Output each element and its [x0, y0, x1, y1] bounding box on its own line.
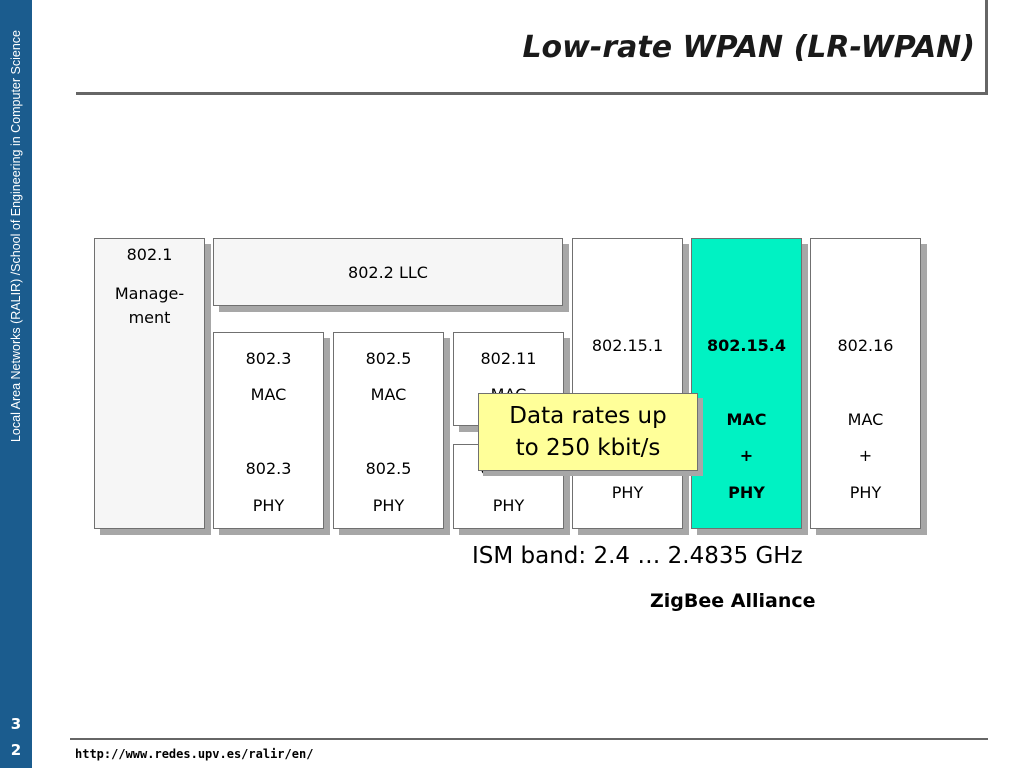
ism-band-label: ISM band: 2.4 … 2.4835 GHz: [472, 543, 803, 569]
b802154-mac-label: MAC: [726, 410, 767, 429]
b80211-mac-number: 802.11: [480, 349, 537, 368]
b8025-mac-label: MAC: [370, 385, 407, 404]
b802154-number: 802.15.4: [707, 336, 786, 355]
box-802-16: 802.16 MAC + PHY: [810, 238, 921, 529]
llc-label: 802.2 LLC: [348, 263, 428, 282]
page-number-digit-1: 3: [10, 715, 22, 733]
sidebar-caption: Local Area Networks (RALIR) /School of E…: [9, 30, 23, 443]
footer-url[interactable]: http://www.redes.upv.es/ralir/en/: [75, 747, 314, 761]
b8025-phy-label: PHY: [372, 496, 405, 515]
box-802-1-management: 802.1 Manage- ment: [94, 238, 205, 529]
b80216-plus: +: [858, 446, 873, 465]
b80216-phy-label: PHY: [849, 483, 882, 502]
mgmt-label-number: 802.1: [126, 245, 173, 264]
box-802-15-1: 802.15.1 PHY: [572, 238, 683, 529]
box-802-2-llc: 802.2 LLC: [213, 238, 563, 306]
callout-line1: Data rates up: [509, 403, 667, 429]
box-802-3: 802.3 MAC 802.3 PHY: [213, 332, 324, 529]
zigbee-alliance-label: ZigBee Alliance: [650, 590, 816, 612]
sidebar: Local Area Networks (RALIR) /School of E…: [0, 0, 32, 768]
b802151-number: 802.15.1: [591, 336, 664, 355]
data-rate-callout: Data rates up to 250 kbit/s: [478, 393, 698, 471]
b8023-phy-number: 802.3: [245, 459, 292, 478]
mgmt-label-line1: Manage-: [114, 284, 185, 303]
b8023-mac-label: MAC: [250, 385, 287, 404]
b8023-phy-label: PHY: [252, 496, 285, 515]
b8025-mac-number: 802.5: [365, 349, 412, 368]
box-802-5: 802.5 MAC 802.5 PHY: [333, 332, 444, 529]
footer-divider: [70, 738, 988, 740]
callout-line2: to 250 kbit/s: [515, 435, 661, 461]
box-802-15-4: 802.15.4 MAC + PHY: [691, 238, 802, 529]
title-bar: Low-rate WPAN (LR-WPAN): [76, 0, 988, 95]
b80216-mac-label: MAC: [847, 410, 884, 429]
b802151-phy-label: PHY: [611, 483, 644, 502]
b802154-plus: +: [739, 446, 754, 465]
b8025-phy-number: 802.5: [365, 459, 412, 478]
b80216-number: 802.16: [837, 336, 894, 355]
page-number-digit-2: 2: [10, 741, 22, 759]
b8023-mac-number: 802.3: [245, 349, 292, 368]
b80211-phy-label: PHY: [492, 496, 525, 515]
b802154-phy-label: PHY: [728, 483, 765, 502]
mgmt-label-line2: ment: [128, 308, 171, 327]
slide-title: Low-rate WPAN (LR-WPAN): [522, 30, 975, 65]
